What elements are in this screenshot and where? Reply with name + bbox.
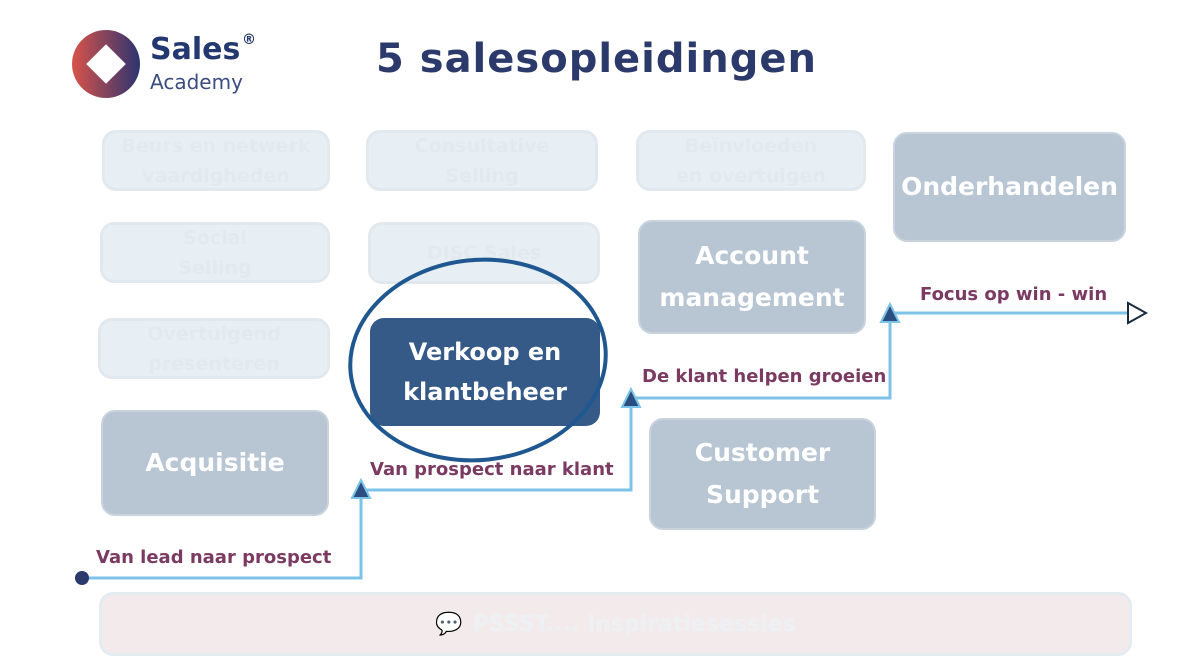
course-overtuigend[interactable]: Overtuigend presenteren (98, 318, 330, 379)
page-title: 5 salesopleidingen (376, 36, 817, 82)
start-dot-icon (75, 571, 89, 585)
logo-registered: ® (242, 32, 256, 48)
course-label: Customer Support (694, 438, 831, 509)
course-label: DISC Sales (426, 242, 542, 264)
course-support[interactable]: Customer Support (649, 418, 876, 530)
banner-text: PSSST.... Inspiratiesessies (472, 611, 796, 637)
course-label: Verkoop en klantbeheer (403, 338, 567, 406)
path-label-winwin: Focus op win - win (920, 284, 1108, 305)
course-label: Beïnvloeden en overtuigen (676, 134, 826, 187)
logo-brand: Sales (150, 32, 241, 67)
course-social[interactable]: Social Selling (100, 222, 330, 283)
speech-bubble-icon: 💬 (435, 611, 463, 637)
inspiration-banner[interactable]: 💬 PSSST.... Inspiratiesessies (99, 592, 1132, 656)
step-triangle-icon (350, 477, 372, 499)
path-label-lead: Van lead naar prospect (96, 547, 332, 568)
course-label: Social Selling (178, 226, 252, 279)
course-acquisitie[interactable]: Acquisitie (101, 410, 329, 516)
logo-mark-icon (72, 30, 140, 98)
course-label: Account management (659, 241, 845, 312)
course-label: Acquisitie (145, 448, 285, 477)
path-label-grow: De klant helpen groeien (642, 366, 887, 387)
path-label-prospect: Van prospect naar klant (370, 459, 614, 480)
course-disc[interactable]: DISC Sales (368, 222, 600, 284)
course-consultative[interactable]: Consultative Selling (366, 130, 598, 191)
course-label: Beurs en netwerk vaardigheden (121, 134, 311, 187)
course-beurs[interactable]: Beurs en netwerk vaardigheden (102, 130, 330, 191)
course-label: Overtuigend presenteren (147, 322, 281, 375)
course-beinvloeden[interactable]: Beïnvloeden en overtuigen (636, 130, 866, 191)
course-label: Onderhandelen (901, 172, 1118, 201)
end-arrow-icon (1127, 301, 1149, 325)
logo: Sales ® Academy (72, 30, 272, 100)
logo-sub: Academy (150, 70, 243, 94)
course-label: Consultative Selling (414, 134, 550, 187)
step-triangle-icon (620, 386, 642, 408)
step-triangle-icon (879, 301, 901, 323)
course-account[interactable]: Account management (638, 220, 866, 334)
course-verkoop[interactable]: Verkoop en klantbeheer (370, 318, 600, 426)
course-onderhandelen[interactable]: Onderhandelen (893, 132, 1126, 242)
